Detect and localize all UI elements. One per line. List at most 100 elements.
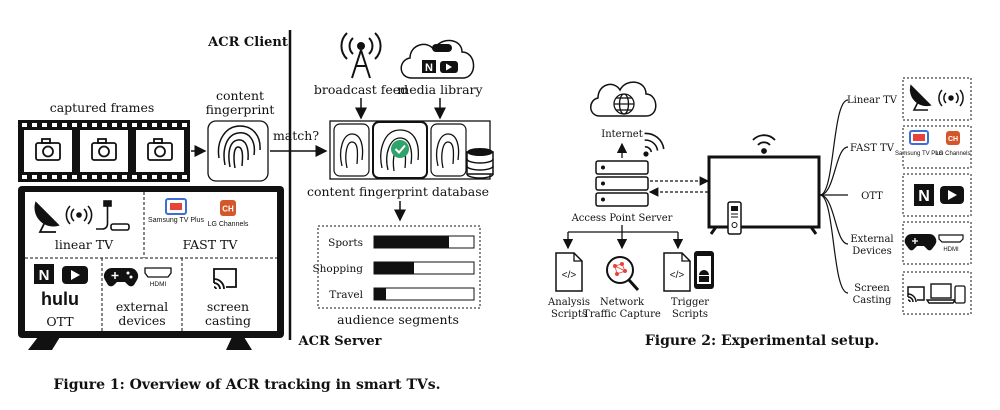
svg-text:</>: </> xyxy=(670,270,685,281)
svg-text:N: N xyxy=(918,188,930,205)
svg-text:HDMI: HDMI xyxy=(943,247,959,253)
netflix-icon xyxy=(914,184,934,206)
svg-text:N: N xyxy=(425,62,433,74)
svg-text:Samsung TV Plus: Samsung TV Plus xyxy=(895,151,943,157)
segment-bar-fill xyxy=(374,288,386,300)
input-label: FAST TV xyxy=(850,143,895,154)
screen-casting-label-1: screen xyxy=(207,299,249,314)
cast-icon xyxy=(907,286,925,303)
hdmi-icon: HDMI xyxy=(144,267,172,288)
gamepad-icon xyxy=(432,44,452,52)
cable-icon xyxy=(96,200,130,231)
internet-cloud-icon xyxy=(590,81,657,117)
svg-text:HDMI: HDMI xyxy=(150,281,167,288)
cast-icon xyxy=(213,268,237,290)
match-check-icon xyxy=(391,140,409,158)
android-phone-icon xyxy=(694,251,714,289)
audience-segments-label: audience segments xyxy=(337,312,459,327)
figure-2-caption: Figure 2: Experimental setup. xyxy=(645,333,879,349)
broadcast-icon xyxy=(65,205,93,225)
input-label: Casting xyxy=(853,295,892,306)
netflix-icon xyxy=(34,264,54,284)
external-devices-label-1: external xyxy=(116,299,168,314)
lg-channels-icon: CH LG Channels xyxy=(935,131,971,157)
segment-label: Sports xyxy=(328,237,363,249)
code-file-icon: </> xyxy=(663,252,691,292)
fingerprint-icon xyxy=(217,125,261,169)
laptop-icon xyxy=(925,283,957,304)
segment-bar-fill xyxy=(374,236,449,248)
broadcast-feed-label: broadcast feed xyxy=(314,82,408,97)
smart-tv: linear TV Samsung TV Plus CH LG Channels… xyxy=(18,186,284,350)
phone-tablet-icon xyxy=(954,285,966,304)
figure-1: ACR Client ACR Server captured frames xyxy=(18,30,494,393)
ott-label: OTT xyxy=(46,314,74,329)
broadcast-icon xyxy=(938,89,964,107)
fingerprint-box xyxy=(207,120,269,182)
samsung-tv-plus-icon: Samsung TV Plus xyxy=(895,130,943,157)
input-label: Linear TV xyxy=(847,95,898,106)
lg-channels-icon: CH LG Channels xyxy=(208,200,249,228)
screen-casting-label-2: casting xyxy=(205,313,251,328)
network-capture-label-2: Traffic Capture xyxy=(583,309,661,320)
camera-icon xyxy=(147,138,173,161)
database-icon xyxy=(466,148,494,179)
content-fingerprint-label-1: content xyxy=(216,88,264,103)
satellite-dish-icon xyxy=(909,84,932,111)
figure-2: Internet Access Point Server </> An xyxy=(547,77,972,349)
external-devices-label-2: devices xyxy=(118,313,165,328)
hdmi-icon: HDMI xyxy=(938,234,964,253)
acr-client-label: ACR Client xyxy=(207,35,288,50)
input-labels: Linear TV FAST TV OTT ExternalDevicesScreen… xyxy=(847,95,898,306)
fingerprint-db-label: content fingerprint database xyxy=(307,184,489,199)
wifi-icon xyxy=(752,134,776,154)
content-fingerprint-label-2: fingerprint xyxy=(206,102,275,117)
figure-1-caption: Figure 1: Overview of ACR tracking in sm… xyxy=(53,377,440,393)
wifi-icon xyxy=(643,132,665,157)
input-label: Devices xyxy=(852,246,891,257)
segment-bar-fill xyxy=(374,262,414,274)
access-point-server-icon xyxy=(595,160,649,207)
experiment-tv xyxy=(707,134,821,235)
input-label: Screen xyxy=(854,283,890,294)
svg-text:LG Channels: LG Channels xyxy=(208,221,249,228)
svg-text:N: N xyxy=(39,267,50,284)
segment-label: Travel xyxy=(329,289,363,301)
input-label: OTT xyxy=(861,191,883,202)
gamepad-icon xyxy=(904,233,937,251)
ap-branch-lines xyxy=(568,225,678,233)
input-connectors xyxy=(819,99,849,294)
magnifier-icon xyxy=(606,256,640,292)
fast-tv-label: FAST TV xyxy=(183,237,239,252)
camera-icon xyxy=(35,138,61,161)
segment-bar-track xyxy=(373,287,475,301)
linear-tv-label: linear TV xyxy=(55,237,114,252)
network-capture-label-1: Network xyxy=(600,297,645,308)
satellite-dish-icon xyxy=(34,201,60,233)
internet-label: Internet xyxy=(601,129,642,140)
hulu-logo: hulu xyxy=(41,289,79,309)
antenna-icon xyxy=(340,32,382,79)
svg-text:CH: CH xyxy=(222,205,234,214)
segment-label: Shopping xyxy=(312,263,363,275)
gamepad-icon xyxy=(103,267,139,287)
trigger-scripts-label-1: Trigger xyxy=(671,297,709,308)
netflix-icon xyxy=(422,60,436,73)
code-file-icon: </> xyxy=(555,252,583,292)
svg-text:CH: CH xyxy=(948,136,958,143)
media-library-label: media library xyxy=(397,82,483,97)
trigger-scripts-label-2: Scripts xyxy=(672,309,708,320)
svg-text:</>: </> xyxy=(562,270,577,281)
match-label: match? xyxy=(273,128,319,143)
samsung-tv-plus-icon: Samsung TV Plus xyxy=(148,198,204,224)
cloud-icon: N xyxy=(400,39,475,79)
svg-text:LG Channels: LG Channels xyxy=(935,151,970,157)
access-point-label: Access Point Server xyxy=(571,213,673,224)
globe-icon xyxy=(613,93,635,115)
analysis-scripts-label-1: Analysis xyxy=(547,297,590,308)
acr-server-label: ACR Server xyxy=(298,334,382,349)
input-label: External xyxy=(850,234,893,245)
analysis-scripts-label-2: Scripts xyxy=(551,309,587,320)
